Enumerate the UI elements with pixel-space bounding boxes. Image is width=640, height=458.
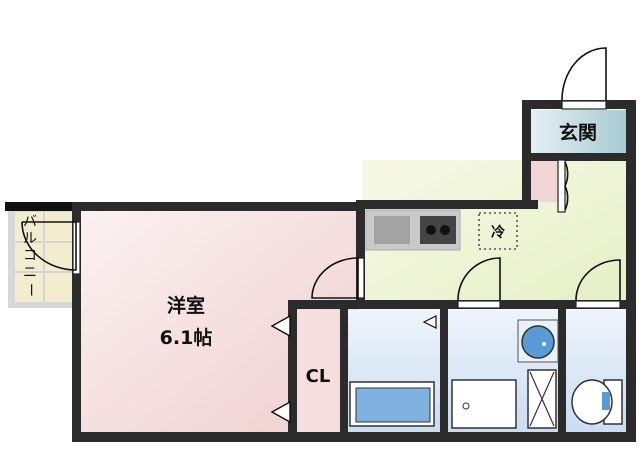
western-room-size: 6.1帖 [160,326,213,349]
storage-door-icon [564,161,569,211]
room-door-icon [311,257,359,299]
entrance-label: 玄関 [559,121,597,144]
svg-text:ー: ー [22,283,38,297]
svg-text:バ: バ [23,214,37,230]
washbasin-icon [517,319,559,363]
bathtub-icon [349,381,435,427]
bath-door-icon [457,257,501,301]
washing-machine-space [527,369,557,429]
entry-storage [530,160,558,202]
balcony-door-icon [21,221,77,271]
balcony-label: バ ル コ ニ ー [22,214,38,297]
balcony [5,202,75,308]
refrigerator-space [478,212,518,250]
closet-label: CL [306,366,331,387]
svg-text:ニ: ニ [23,265,37,281]
closet-doors [270,314,291,424]
toilet-icon [571,379,623,425]
refrigerator-label: 冷 [491,224,505,241]
stove-icon [420,216,456,244]
front-door-icon [561,47,607,101]
svg-text:コ: コ [23,248,37,264]
toilet-door-icon [575,259,621,301]
door-swings [21,47,621,301]
kitchen-counter [365,209,461,251]
western-room-name: 洋室 [167,294,205,317]
svg-text:ル: ル [23,231,37,247]
entrance [530,110,626,154]
shower-pan-icon [451,379,517,429]
closet [296,310,342,434]
sink-icon [374,216,410,244]
